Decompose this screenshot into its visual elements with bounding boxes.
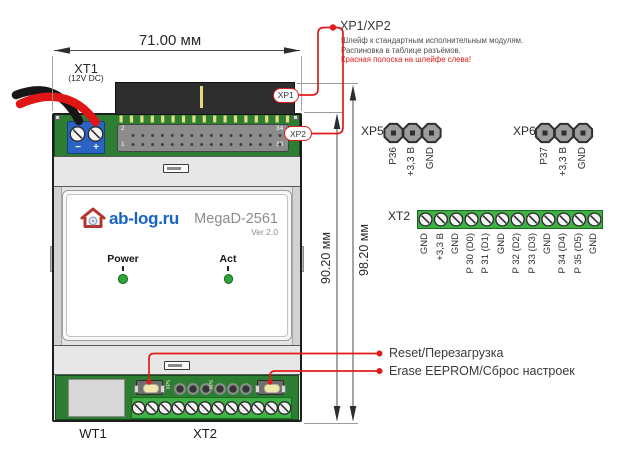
- xp6-pin-label: GND: [577, 147, 588, 170]
- xp6-header-label: XP6: [513, 124, 536, 138]
- header-pin-icon: [421, 122, 442, 144]
- xt2-pin-label: GND: [419, 233, 430, 255]
- xt2-label-device: XT2: [193, 426, 217, 441]
- xp2-pin1-number: 1: [121, 141, 125, 148]
- xp2-pin34-number: 34: [276, 125, 284, 132]
- xp1-leader: [298, 26, 330, 96]
- reset-callout: Reset/Перезагрузка: [389, 346, 504, 360]
- home-icon: [80, 207, 106, 228]
- xp6-silkscreen-label: XP6: [209, 380, 215, 390]
- erase-callout: Erase EEPROM/Сброс настроек: [389, 363, 575, 378]
- din-slot-bottom-icon: [164, 360, 190, 370]
- xt2-pin-label: GND: [542, 233, 553, 255]
- xp5-header-label: XP5: [361, 124, 384, 138]
- act-led-label: Act: [219, 253, 237, 265]
- xt1-plus-label: +: [93, 142, 99, 153]
- model-name: MegaD-2561: [194, 211, 278, 227]
- xp1-connector: [115, 82, 295, 115]
- brand-logo-text: ab-log.ru: [109, 209, 180, 228]
- header-pin-icon: [402, 122, 423, 144]
- xp-callout-title: XP1/XP2: [340, 19, 391, 33]
- side-tab-left: [50, 246, 54, 272]
- header-pin-icon: [534, 122, 556, 144]
- xt2-terminal-block: [417, 209, 603, 229]
- rail-right: [292, 187, 300, 345]
- xp2-pin2-number: 2: [121, 125, 125, 132]
- enclosure-clip-right: [293, 115, 298, 120]
- xp1-notch: [199, 86, 203, 108]
- xp5-pin-label: +3,3 В: [406, 147, 417, 177]
- xp5-silkscreen-label: XP5: [166, 380, 172, 390]
- xp6-pin-label: +3,3 В: [558, 147, 569, 177]
- side-tab-right: [300, 246, 304, 272]
- header-pin-icon: [553, 122, 575, 144]
- xt2-block-label: XT2: [388, 209, 411, 223]
- rail-left: [54, 187, 62, 345]
- xp-callout-warning: Красная полоска на шлейфе слева!: [341, 55, 472, 64]
- xt2-pin-label: P 33 (D3): [527, 233, 538, 274]
- erase-eeprom-button: [255, 380, 286, 395]
- reset-button: [134, 380, 165, 395]
- model-version: Ver 2.0: [251, 227, 278, 237]
- power-led-tick: [121, 266, 124, 271]
- act-led: [223, 274, 233, 284]
- xp5-pin-label: P36: [388, 147, 399, 165]
- power-led-label: Power: [107, 253, 139, 265]
- xt2-pin-label: P 31 (D1): [480, 233, 491, 274]
- xp2-connector: [117, 124, 289, 152]
- header-pin-icon: [383, 122, 404, 144]
- xp2-leader: [311, 26, 344, 135]
- xp-callout-desc2: Распиновка в таблице разъёмов.: [341, 45, 461, 55]
- xp5-pin-label: GND: [425, 147, 436, 170]
- xt2-pin-label: +3,3 В: [435, 233, 446, 261]
- xt2-pin-label: P 35 (D5): [573, 233, 584, 274]
- xt2-pin-label: GND: [450, 233, 461, 255]
- wt1-jack: [68, 379, 125, 417]
- power-led: [118, 274, 128, 284]
- xp-callout-desc1: Шлейф к стандартным исполнительным модул…: [341, 36, 524, 45]
- wt1-label: WT1: [79, 426, 107, 441]
- xp2-tag: XP2: [284, 126, 312, 141]
- dim-inner-height-label: 90.20 мм: [319, 232, 333, 284]
- xt2-pin-label: P 32 (D2): [511, 233, 522, 274]
- dim-outer-height-label: 98.20 мм: [356, 224, 371, 276]
- xt2-pin-label: P 30 (D0): [465, 233, 476, 274]
- xp2-pin33-number: 33: [276, 141, 284, 148]
- din-slot-top-icon: [163, 163, 189, 173]
- xt2-pin-label: P 34 (D4): [557, 233, 568, 274]
- xt2-pin-label: GND: [496, 233, 507, 255]
- dim-width-label: 71.00 мм: [138, 32, 202, 49]
- enclosure-clip-left: [55, 115, 60, 120]
- xp1-tag: XP1: [272, 88, 299, 103]
- xt1-sub-label: (12V DC): [68, 73, 104, 83]
- xt1-label: XT1: [74, 61, 98, 76]
- xp6-pin-label: P37: [539, 147, 550, 165]
- header-pin-icon: [572, 122, 594, 144]
- xt2-pin-label: GND: [588, 233, 599, 255]
- xt2-terminal-block-device: [131, 397, 292, 419]
- act-led-tick: [227, 266, 230, 271]
- xt1-minus-label: −: [75, 142, 81, 153]
